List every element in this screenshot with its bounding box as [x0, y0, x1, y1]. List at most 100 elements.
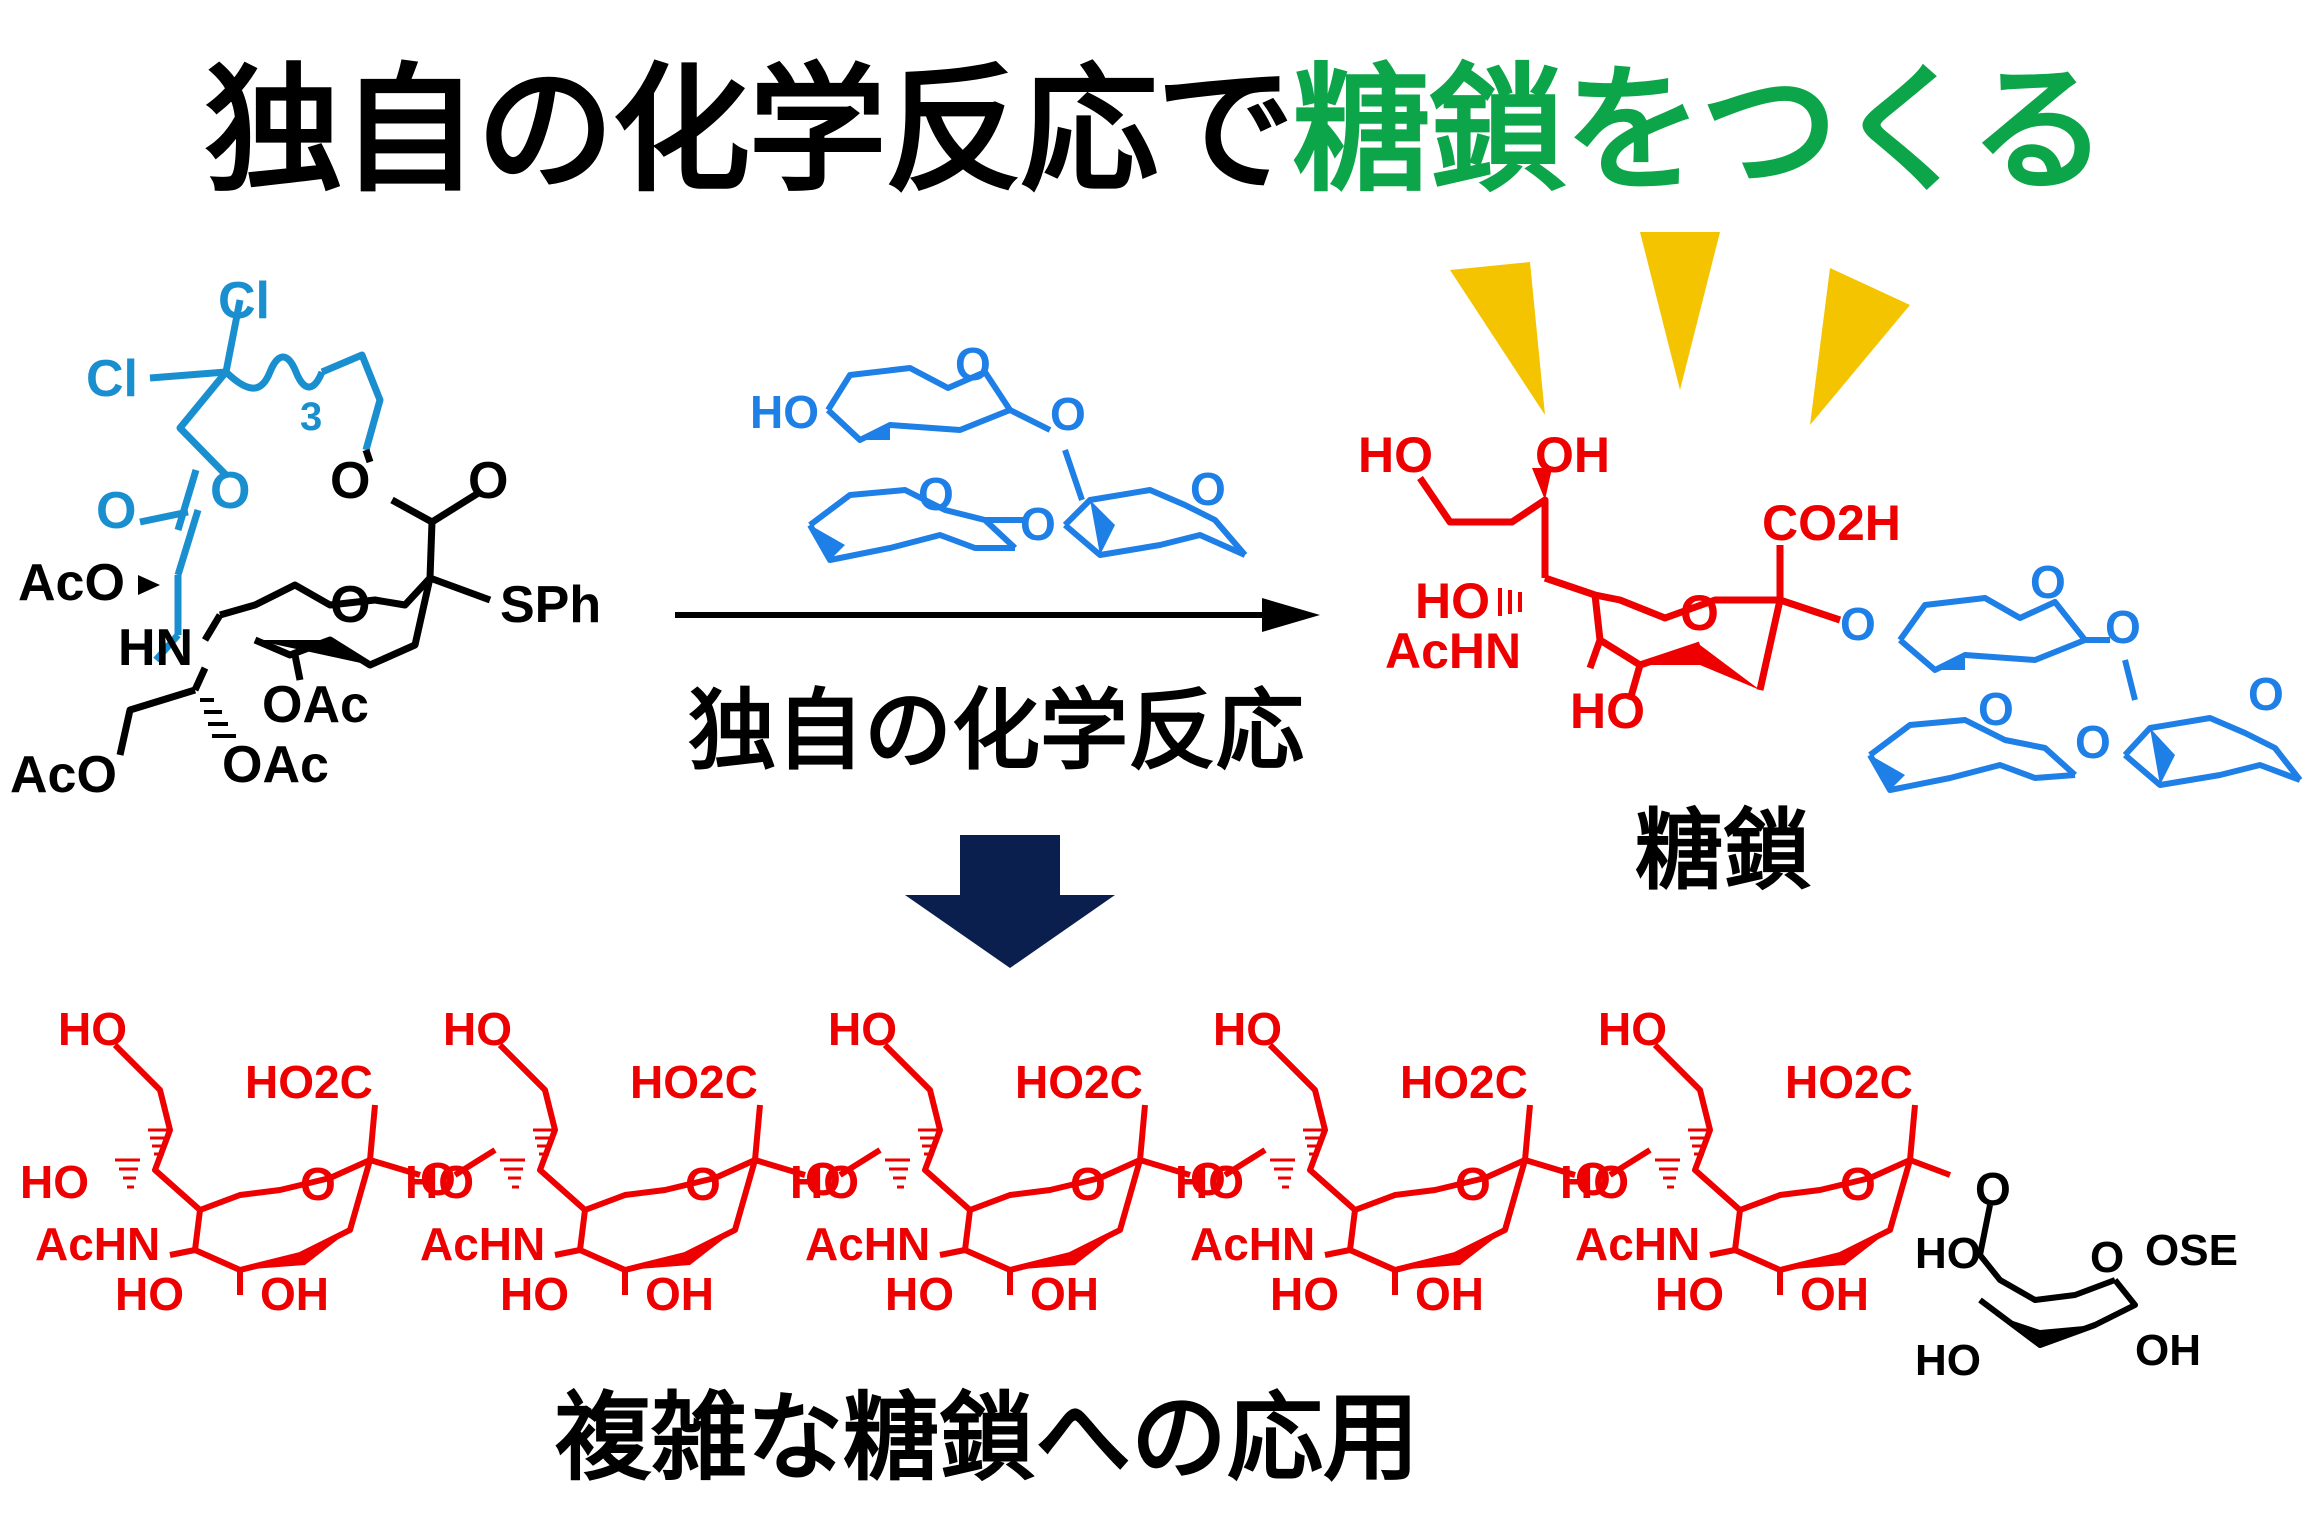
unit-ho2c: HO2C — [245, 1056, 373, 1108]
unit-wedge — [1780, 1230, 1890, 1270]
hn-label: HN — [118, 619, 193, 677]
unit-bond — [169, 1247, 196, 1258]
gal-link-o: O — [1975, 1163, 2011, 1215]
product-co2h: CO2H — [1762, 495, 1901, 551]
acceptor-ring-o-1: O — [955, 338, 991, 390]
unit-ho-bottom: HO — [500, 1268, 569, 1320]
unit-oh: OH — [1030, 1268, 1099, 1320]
carbamate-o-ester: O — [210, 462, 250, 520]
unit-ho-top: HO — [443, 1003, 512, 1055]
unit-ho-top: HO — [58, 1003, 127, 1055]
unit-bond — [1709, 1247, 1736, 1258]
gal-ring-o: O — [2090, 1233, 2124, 1282]
unit-bond — [367, 1104, 378, 1161]
unit-bond — [1732, 1159, 1913, 1273]
unit-wedge — [240, 1230, 350, 1270]
unit-bond — [577, 1159, 758, 1273]
acceptor-ring-o-3: O — [1190, 463, 1226, 515]
sialic-acid-unit — [1652, 1042, 1952, 1295]
unit-bond — [554, 1247, 581, 1258]
aco-label-1: AcO — [18, 554, 125, 612]
product-ho-3: HO — [1570, 683, 1645, 739]
sialic-acid-unit — [882, 1042, 1267, 1295]
acceptor-link-o-1: O — [1050, 388, 1086, 440]
unit-bond — [1347, 1159, 1528, 1273]
title-black-part: 独自の化学反応で — [204, 50, 1294, 211]
product-achn: AcHN — [1385, 623, 1521, 679]
unit-ho-left: HO — [20, 1156, 89, 1208]
cl-label-2: Cl — [86, 350, 138, 408]
gal-ho-1: HO — [1915, 1229, 1981, 1278]
sialic-acid-unit — [497, 1042, 882, 1295]
gal-ho-2: HO — [1915, 1336, 1981, 1385]
unit-ring-o: O — [1840, 1158, 1876, 1210]
product-ring-o: O — [1680, 585, 1719, 641]
chain-subscript: 3 — [300, 395, 322, 439]
unit-bond — [1324, 1247, 1351, 1258]
sialic-acid-unit — [1267, 1042, 1652, 1295]
ring-o-label: O — [330, 576, 370, 634]
unit-ring-o: O — [300, 1158, 336, 1210]
unit-bond — [752, 1104, 763, 1161]
unit-ho-bottom: HO — [1270, 1268, 1339, 1320]
product-ho-2: HO — [1415, 573, 1490, 629]
page-title: 独自の化学反応で糖鎖をつくる — [0, 55, 2310, 207]
unit-wedge — [1395, 1230, 1505, 1270]
link-bond — [1139, 1157, 1191, 1178]
unit-oh: OH — [645, 1268, 714, 1320]
product-b-link-o-1: O — [2105, 601, 2141, 653]
unit-ho-top: HO — [1598, 1003, 1667, 1055]
unit-ho-bottom: HO — [1655, 1268, 1724, 1320]
link-bond — [838, 1147, 882, 1178]
sph-label: SPh — [500, 576, 601, 634]
link-bond — [1608, 1147, 1652, 1178]
unit-ho2c: HO2C — [630, 1056, 758, 1108]
ester-o-label: O — [330, 452, 370, 510]
unit-ho-bottom: HO — [115, 1268, 184, 1320]
gal-oh: OH — [2135, 1326, 2201, 1375]
product-link-o: O — [1840, 598, 1876, 650]
unit-bond — [1522, 1104, 1533, 1161]
unit-link-o: O — [1190, 1153, 1226, 1205]
unit-link-o: O — [420, 1153, 456, 1205]
reaction-label: 独自の化学反応 — [688, 679, 1305, 782]
unit-ho-top: HO — [828, 1003, 897, 1055]
oac-label-2: OAc — [222, 736, 329, 794]
link-bond — [1908, 1157, 1952, 1178]
unit-oh: OH — [1415, 1268, 1484, 1320]
reagent-structure: Cl Cl 3 O O O O O SPh AcO HN OAc — [10, 272, 601, 804]
unit-ho-left: HO — [790, 1156, 859, 1208]
unit-bond — [962, 1159, 1143, 1273]
unit-link-o: O — [1575, 1153, 1611, 1205]
unit-bond — [1137, 1104, 1148, 1161]
aco-label-2: AcO — [10, 746, 117, 804]
unit-bond — [939, 1247, 966, 1258]
unit-wedge — [1010, 1230, 1120, 1270]
unit-ho-left: HO — [1560, 1156, 1629, 1208]
link-bond — [1223, 1147, 1267, 1178]
link-bond — [453, 1147, 497, 1178]
product-ho-1: HO — [1358, 427, 1433, 483]
unit-ho2c: HO2C — [1785, 1056, 1913, 1108]
product-b-link-o-2: O — [2075, 716, 2111, 768]
product-b-ring-o-3: O — [2248, 668, 2284, 720]
sialic-acid-unit — [112, 1042, 497, 1295]
acceptor-ring-o-2: O — [918, 468, 954, 520]
unit-achn: AcHN — [420, 1218, 545, 1270]
gal-wedge — [1995, 1315, 2095, 1345]
unit-ring-o: O — [1455, 1158, 1491, 1210]
acceptor-ho-label: HO — [750, 386, 819, 438]
link-bond — [754, 1157, 806, 1178]
unit-link-o: O — [805, 1153, 841, 1205]
unit-oh: OH — [1800, 1268, 1869, 1320]
unit-ho-left: HO — [1175, 1156, 1244, 1208]
gal-bond — [1977, 1204, 2117, 1303]
unit-achn: AcHN — [1190, 1218, 1315, 1270]
unit-ho-left: HO — [405, 1156, 474, 1208]
unit-bond — [192, 1159, 373, 1273]
product-b-ring-o-2: O — [1978, 683, 2014, 735]
acceptor-link-o-2: O — [1020, 498, 1056, 550]
unit-wedge — [625, 1230, 735, 1270]
unit-ho-bottom: HO — [885, 1268, 954, 1320]
